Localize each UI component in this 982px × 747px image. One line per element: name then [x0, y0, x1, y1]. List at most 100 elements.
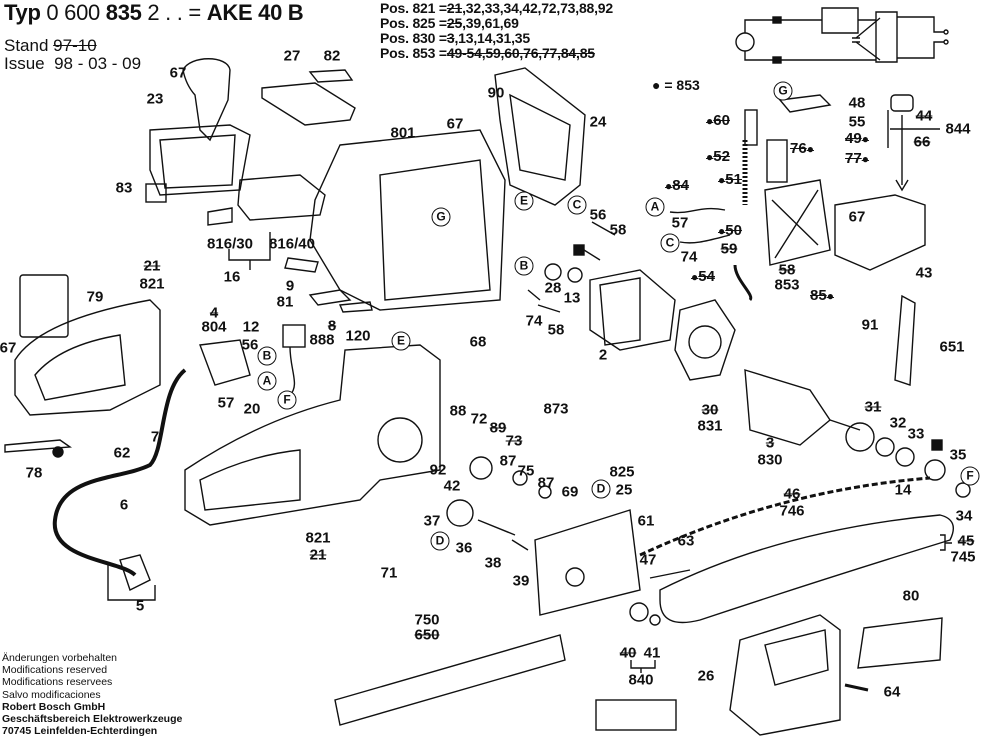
part-callout: 44	[916, 109, 933, 124]
part-callout: 13	[564, 291, 581, 306]
part-callout: 73	[506, 434, 523, 449]
type-suffix: 2 . . =	[147, 0, 201, 25]
part-callout: 821	[139, 277, 164, 292]
part-number: 46	[783, 485, 801, 503]
part-number: 6	[119, 496, 129, 514]
part-callout: ●52	[706, 149, 730, 165]
part-callout: 87	[538, 476, 555, 491]
part-callout: 34	[956, 509, 973, 524]
part-callout: ●84	[665, 178, 689, 194]
switch-part	[199, 339, 251, 386]
part-callout: 55	[849, 115, 866, 130]
issue-value: 98 - 03 - 09	[54, 54, 142, 73]
part-callout: 650	[414, 628, 439, 643]
label-part	[308, 69, 354, 83]
part-number: 650	[414, 626, 440, 644]
connection-marker: G	[431, 207, 451, 227]
part-number: 821	[139, 275, 165, 293]
part-number: 13	[563, 289, 581, 307]
part-callout: 67	[447, 117, 464, 132]
part-callout: 821	[305, 531, 330, 546]
part-callout: 75	[518, 464, 535, 479]
part-number: 67	[0, 339, 17, 357]
part-callout: 31	[865, 400, 882, 415]
part-number: 68	[469, 333, 487, 351]
part-callout: ●51	[718, 172, 742, 188]
part-number: 58	[609, 221, 627, 239]
part-callout: 47	[640, 553, 657, 568]
part-number: 801	[390, 124, 416, 142]
part-callout: 39	[513, 574, 530, 589]
part-number: 54	[698, 268, 715, 285]
part-number: 8	[327, 317, 337, 335]
position-label: Pos. 853 =	[380, 45, 447, 61]
part-callout: 30	[702, 403, 719, 418]
position-table: Pos. 821 =21,32,33,34,42,72,73,88,92 Pos…	[380, 1, 613, 61]
part-callout: 88	[450, 404, 467, 419]
part-callout: 8	[328, 319, 336, 334]
part-number: 873	[543, 400, 569, 418]
part-number: 81	[276, 293, 294, 311]
part-callout: 24	[590, 115, 607, 130]
position-label: Pos. 830 =	[380, 30, 447, 46]
part-number: 42	[443, 477, 461, 495]
part-callout: 28	[545, 281, 562, 296]
filter-part	[145, 183, 167, 203]
part-number: 66	[913, 133, 931, 151]
part-number: 3	[765, 434, 775, 452]
part-callout: 816/30	[207, 237, 253, 252]
position-row: Pos. 830 =3,13,14,31,35	[380, 31, 613, 46]
scabbard	[334, 634, 566, 726]
kit-dot-icon: ●	[706, 114, 714, 128]
part-callout: 26	[698, 669, 715, 684]
part-number: 92	[429, 461, 447, 479]
footer-note: Änderungen vorbehalten	[2, 652, 118, 664]
part-number: 62	[113, 444, 131, 462]
gear-part	[446, 499, 474, 527]
kit-dot-icon: ●	[691, 270, 699, 284]
footer-note: Salvo modificaciones	[2, 688, 101, 701]
type-number: 0 600	[46, 0, 100, 25]
company-division: Geschäftsbereich Elektrowerkzeuge	[2, 713, 183, 726]
part-callout: 64	[884, 685, 901, 700]
part-callout: 78	[26, 466, 43, 481]
part-callout: 67	[849, 210, 866, 225]
connection-marker: C	[567, 195, 587, 215]
part-number: 87	[499, 452, 517, 470]
position-rest: ,13,14,31,35	[454, 30, 530, 46]
part-callout: 12	[243, 320, 260, 335]
kit-dot-icon: ●	[718, 173, 726, 187]
part-number: 844	[945, 120, 971, 138]
pump-cover	[778, 94, 832, 113]
armature	[744, 369, 831, 446]
part-number: 21	[309, 546, 327, 564]
main-housing	[184, 344, 441, 526]
part-number: 67	[446, 115, 464, 133]
part-number: 51	[725, 171, 742, 188]
kit-dot-icon: ●	[861, 152, 869, 166]
part-callout: 38	[485, 556, 502, 571]
part-callout: 21	[144, 259, 161, 274]
part-number: 83	[115, 179, 133, 197]
part-number: 78	[25, 464, 43, 482]
part-callout: ●60	[706, 113, 730, 129]
part-callout: 74	[681, 250, 698, 265]
part-callout: 82	[324, 49, 341, 64]
part-callout: 801	[390, 126, 415, 141]
part-number: 31	[864, 398, 882, 416]
part-callout: 66	[914, 135, 931, 150]
part-callout: 46	[784, 487, 801, 502]
issue-label: Issue	[4, 54, 45, 73]
part-number: 746	[779, 502, 805, 520]
part-number: 38	[484, 554, 502, 572]
part-number: 82	[323, 47, 341, 65]
part-callout: 3	[766, 436, 774, 451]
part-callout: 888	[309, 333, 334, 348]
dot-legend: ● = 853	[652, 77, 700, 93]
footer: Änderungen vorbehalten Modifications res…	[2, 652, 182, 737]
part-callout: 840	[628, 673, 653, 688]
kit-dot-icon: ●	[665, 179, 673, 193]
part-callout: 90	[488, 86, 505, 101]
part-number: 72	[470, 410, 488, 428]
bearing-part	[544, 263, 562, 281]
